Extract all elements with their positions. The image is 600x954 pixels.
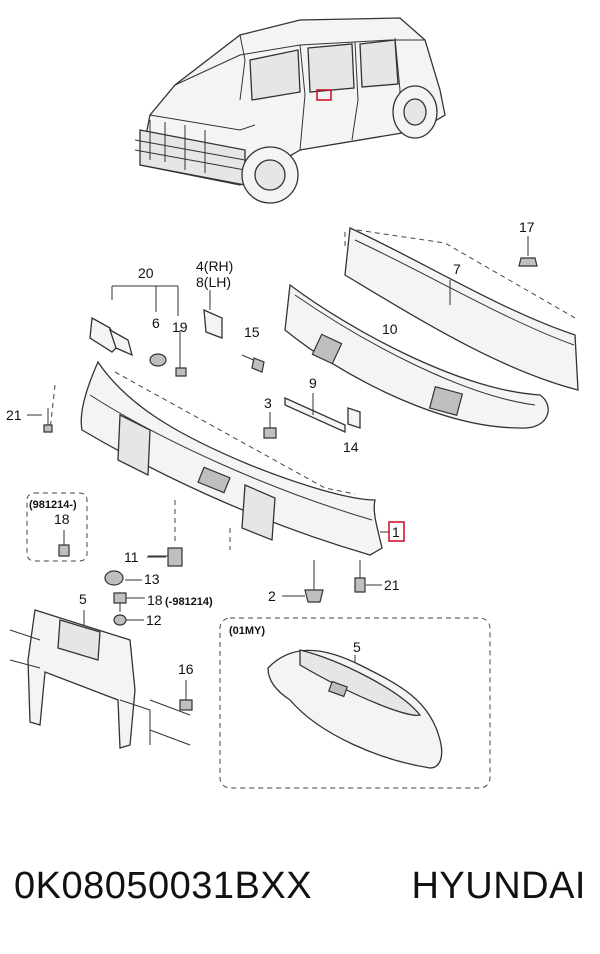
label-6: 6 bbox=[152, 315, 160, 331]
label-2: 2 bbox=[268, 588, 276, 604]
label-10: 10 bbox=[382, 321, 398, 337]
label-20: 20 bbox=[138, 265, 154, 281]
bumper-cover-1 bbox=[49, 360, 405, 556]
bracket-group bbox=[89, 285, 265, 377]
part-number: 0K08050031BXX bbox=[14, 865, 313, 907]
label-21-left: 21 bbox=[6, 407, 22, 423]
label-9: 9 bbox=[309, 375, 317, 391]
absorber-10 bbox=[284, 283, 549, 429]
label-7: 7 bbox=[453, 261, 461, 277]
nut-17 bbox=[518, 236, 538, 267]
label-981214-until: (-981214) bbox=[165, 596, 213, 608]
label-11: 11 bbox=[124, 549, 139, 565]
bracket-9 bbox=[284, 393, 361, 434]
reinforcement-7 bbox=[344, 227, 579, 391]
fasteners bbox=[43, 408, 366, 711]
label-18-box: 18 bbox=[54, 511, 70, 527]
label-01my: (01MY) bbox=[229, 625, 265, 637]
label-13: 13 bbox=[144, 571, 160, 587]
label-12: 12 bbox=[146, 612, 162, 628]
label-15: 15 bbox=[244, 324, 260, 340]
label-1: 1 bbox=[392, 524, 400, 540]
label-16: 16 bbox=[178, 661, 194, 677]
variant-981214-box bbox=[26, 492, 88, 562]
vehicle-illustration bbox=[134, 17, 446, 204]
brand-name: HYUNDAI bbox=[411, 865, 586, 907]
label-3: 3 bbox=[264, 395, 272, 411]
variant-01my-box bbox=[219, 617, 491, 789]
guard-5-left bbox=[9, 609, 191, 749]
label-5-right: 5 bbox=[353, 639, 361, 655]
label-14: 14 bbox=[343, 439, 359, 455]
label-4rh: 4(RH) bbox=[196, 258, 233, 274]
label-19: 19 bbox=[172, 319, 188, 335]
parts-diagram: 20 4(RH) 8(LH) 17 7 6 19 15 10 9 21 3 14… bbox=[6, 17, 579, 789]
label-21-right: 21 bbox=[384, 577, 400, 593]
footer: 0K08050031BXX HYUNDAI bbox=[0, 856, 600, 916]
label-17: 17 bbox=[519, 219, 535, 235]
label-8lh: 8(LH) bbox=[196, 274, 231, 290]
label-18-lower: 18 bbox=[147, 592, 163, 608]
label-5-left: 5 bbox=[79, 591, 87, 607]
label-981214-from: (981214-) bbox=[29, 499, 77, 511]
